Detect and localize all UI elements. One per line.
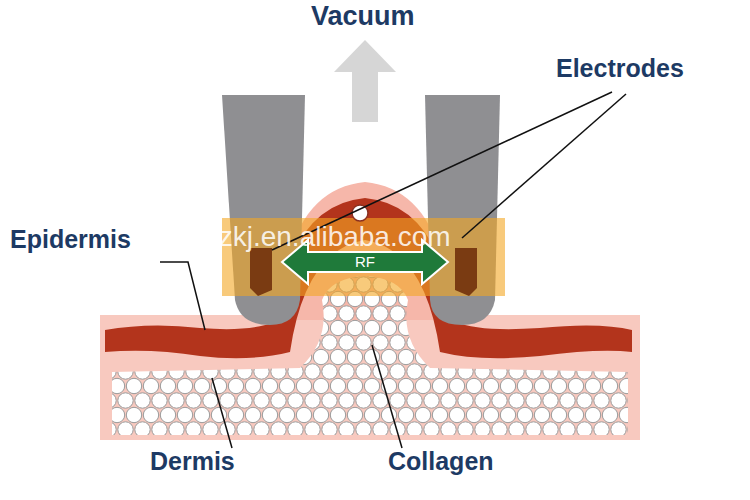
electrode [250, 248, 272, 296]
electrode [455, 248, 477, 296]
part-label: Collagen [388, 448, 494, 476]
leader-lines [160, 92, 626, 448]
signal-label: RF [355, 254, 375, 271]
watermark: hnpzkj.en.alibaba.com [172, 222, 451, 253]
part-label: Epidermis [10, 226, 131, 254]
epidermis-band [105, 198, 632, 358]
part-label: Dermis [150, 448, 235, 476]
part-label: Electrodes [556, 55, 684, 83]
collagen-circle [352, 205, 368, 221]
vacuum-arrow [334, 40, 396, 122]
title-label: Vacuum [311, 2, 415, 32]
